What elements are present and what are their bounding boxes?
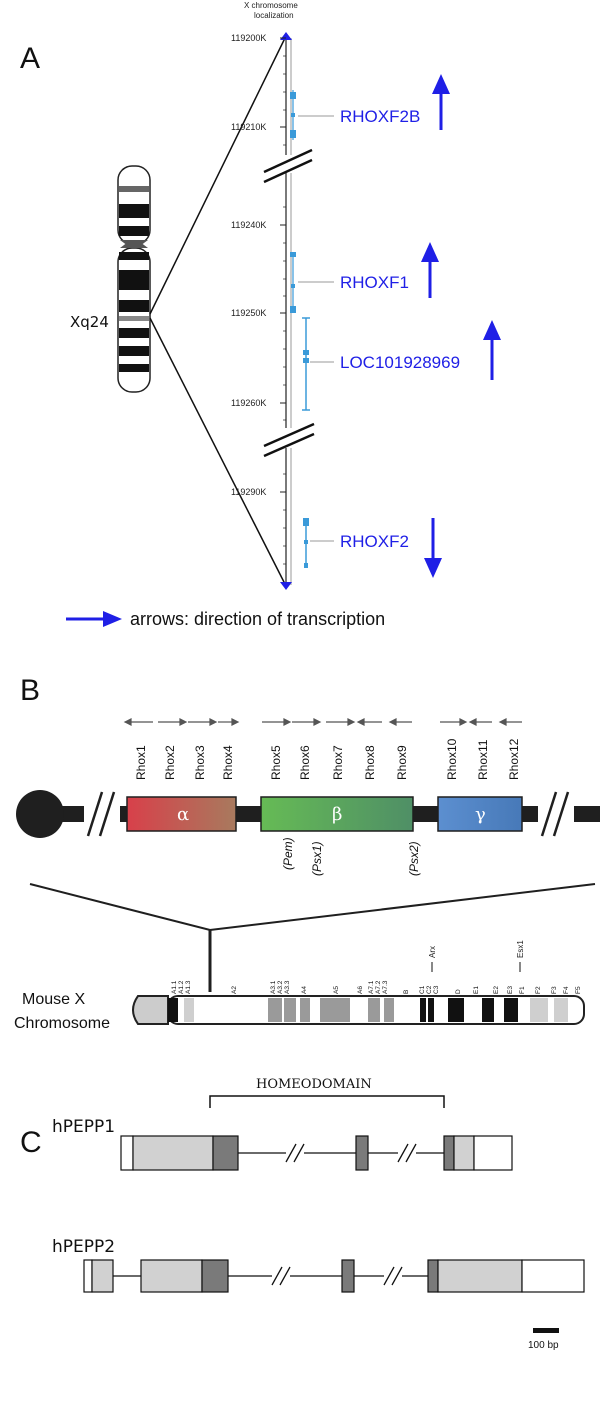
mouse-x-label-line2: Chromosome (14, 1015, 110, 1032)
band-label: F4 (563, 986, 570, 994)
band-label: A7.1 (368, 980, 375, 994)
rhox-label: Rhox9 (395, 745, 409, 780)
band-label: C3 (433, 985, 440, 994)
tick-label-4: 119250K (231, 308, 266, 318)
panel-b-letter: B (20, 674, 40, 707)
rhox-label: Rhox2 (163, 745, 177, 780)
homeodomain-label: HOMEODOMAIN (256, 1077, 372, 1092)
arrow-down-rhoxf2 (424, 518, 442, 578)
marker-arx: Arx (428, 946, 437, 958)
band-label: E2 (493, 986, 500, 994)
gene-markers: Arx Esx1 (428, 940, 525, 972)
mouse-x-band-labels: A1.1 A1.2 A1.3 A2 A3.1 A3.2 A3.3 A4 A5 A… (171, 980, 582, 994)
rhox-label: Rhox3 (193, 745, 207, 780)
rhox-label: Rhox7 (331, 745, 345, 780)
band-label: F2 (535, 986, 542, 994)
marker-esx1: Esx1 (516, 940, 525, 958)
gamma-symbol: γ (475, 804, 486, 825)
tick-label-1: 119200K (231, 33, 266, 43)
gene-model-hpepp2 (83, 1259, 585, 1293)
gene-label-rhoxf1: RHOXF1 (340, 273, 409, 292)
alias-psx1: (Psx1) (310, 841, 324, 876)
transcript-label-hpepp2: hPEPP2 (52, 1237, 115, 1257)
arrow-up-rhoxf2b (432, 74, 450, 130)
band-label: A6 (357, 986, 364, 994)
alpha-symbol: α (177, 804, 189, 825)
panel-a-letter: A (20, 42, 40, 75)
beta-cluster-box (260, 796, 414, 832)
band-label: E3 (507, 986, 514, 994)
zoom-line-top (149, 35, 287, 315)
xq24-label: Xq24 (70, 313, 109, 331)
alias-pem: (Pem) (281, 837, 295, 870)
band-label: A4 (301, 986, 308, 994)
gene-model-hpepp1 (120, 1135, 513, 1171)
x-chromosome-header: X chromosome (244, 1, 298, 10)
band-label: A2 (231, 986, 238, 994)
band-label: A1.3 (185, 980, 192, 994)
rhox-label: Rhox10 (445, 738, 459, 780)
tick-label-6: 119290K (231, 487, 266, 497)
scale-bar-label: 100 bp (528, 1340, 559, 1351)
band-label: F1 (519, 986, 526, 994)
arrow-up-rhoxf1 (421, 242, 439, 298)
tick-label-3: 119240K (231, 220, 266, 230)
band-label: A5 (333, 986, 340, 994)
band-label: A7.3 (382, 980, 389, 994)
x-chromosome-ideogram (117, 165, 151, 393)
legend-text: arrows: direction of transcription (130, 609, 385, 629)
transcript-label-hpepp1: hPEPP1 (52, 1117, 115, 1137)
gene-track-rhoxf1 (290, 252, 334, 313)
gamma-cluster-box (437, 796, 523, 832)
rhox-label: Rhox8 (363, 745, 377, 780)
band-label: F3 (551, 986, 558, 994)
band-label: A3.1 (270, 980, 277, 994)
homeodomain-bracket (209, 1095, 445, 1108)
band-label: A3.2 (277, 980, 284, 994)
arrow-up-loc101928969 (483, 320, 501, 380)
tick-label-2: 119210K (231, 122, 266, 132)
gene-label-rhoxf2b: RHOXF2B (340, 107, 420, 126)
rhox-label: Rhox5 (269, 745, 283, 780)
zoom-lines-b (29, 883, 596, 932)
band-label: A3.3 (284, 980, 291, 994)
rhox-label: Rhox6 (298, 745, 312, 780)
tick-label-5: 119260K (231, 398, 266, 408)
rhox-label: Rhox1 (134, 745, 148, 780)
gene-track-rhoxf2 (303, 518, 334, 568)
band-label: C1 (419, 985, 426, 994)
band-label: C2 (426, 985, 433, 994)
band-label: F5 (575, 986, 582, 994)
band-label: A7.2 (375, 980, 382, 994)
alias-psx2: (Psx2) (407, 841, 421, 876)
axis-ticks (280, 37, 286, 565)
scale-bar (533, 1328, 559, 1333)
gene-track-rhoxf2b (290, 90, 334, 140)
mouse-x-label-line1: Mouse X (22, 991, 85, 1008)
rhox-label: Rhox11 (476, 739, 490, 780)
gene-label-rhoxf2: RHOXF2 (340, 532, 409, 551)
mouse-x-ideogram (132, 995, 585, 1025)
axis-break-1 (262, 148, 314, 184)
localization-header: localization (254, 11, 294, 20)
band-label: A1.2 (178, 980, 185, 994)
band-label: D (455, 989, 462, 994)
gene-track-loc101928969 (302, 317, 334, 411)
panel-c-letter: C (20, 1126, 42, 1159)
legend-arrow-icon (66, 611, 122, 627)
rhox-label: Rhox12 (507, 738, 521, 780)
axis-break-2 (262, 422, 315, 458)
band-label: E1 (473, 986, 480, 994)
alpha-cluster-box (126, 796, 237, 832)
gene-label-loc101928969: LOC101928969 (340, 353, 460, 372)
band-label: A1.1 (171, 980, 178, 994)
rhox-label: Rhox4 (221, 745, 235, 780)
rhox-direction-arrows (123, 718, 522, 726)
zoom-line-bottom (149, 317, 287, 587)
band-label: B (403, 990, 410, 994)
beta-symbol: β (332, 804, 342, 825)
